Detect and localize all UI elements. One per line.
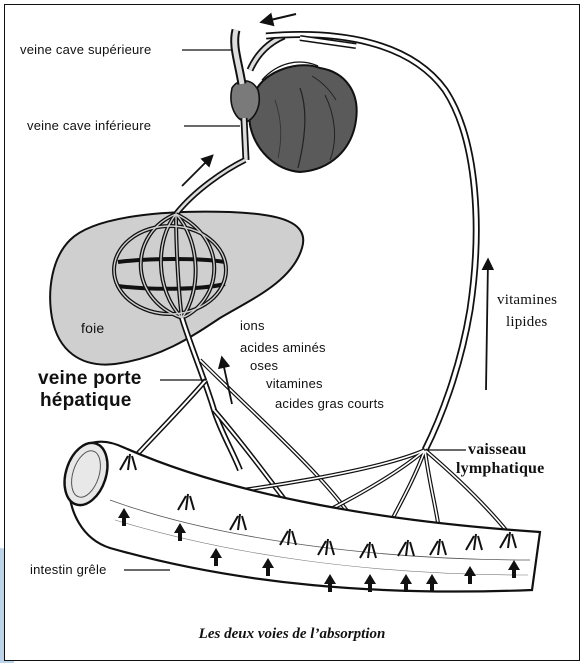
top-flow-arrow [262,14,296,22]
nutrient-vitamines: vitamines [266,376,323,391]
label-lymphatique: lymphatique [456,459,544,478]
label-veine-porte-line1: veine porte [38,368,142,390]
nutrient-acides-gras-courts: acides gras courts [275,396,384,411]
label-veine-porte-line2: hépatique [40,390,144,412]
label-vaisseau: vaisseau [468,440,556,459]
nutrient-oses: oses [250,358,278,373]
heart-shape [249,65,356,172]
label-veine-porte: veine porte hépatique [38,368,142,412]
lymph-nutrient-lipides: lipides [506,314,547,331]
label-foie: foie [81,320,104,336]
label-veine-cave-inferieure: veine cave inférieure [27,118,151,133]
label-intestin-grele: intestin grêle [30,562,107,577]
nutrient-ions: ions [240,318,265,333]
nutrient-acides-amines: acides aminés [240,340,326,355]
label-vaisseau-lymphatique: vaisseau lymphatique [468,440,556,478]
figure-caption: Les deux voies de l’absorption [0,626,584,643]
label-veine-cave-superieure: veine cave supérieure [20,42,151,57]
lymph-flow-arrow [486,260,488,390]
lymph-nutrient-vitamines: vitamines [497,292,557,309]
